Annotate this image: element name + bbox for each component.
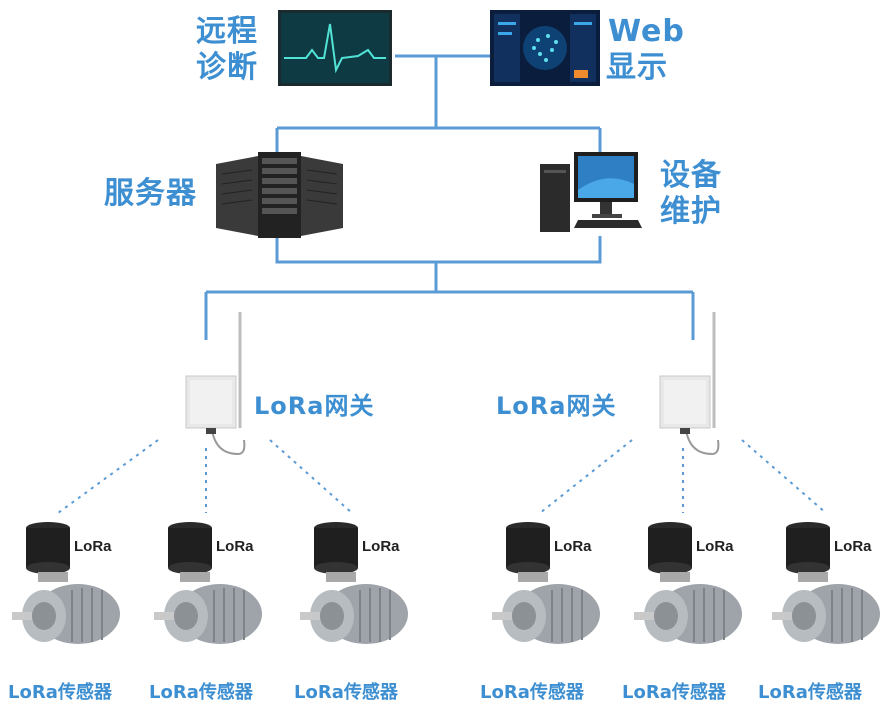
desktop-computer-icon — [538, 150, 642, 236]
electric-motor-icon — [772, 522, 880, 644]
web-display-label-line1: Web — [608, 14, 685, 49]
lora-badge: LoRa — [834, 538, 872, 555]
web-display-label-line2: 显示 — [606, 50, 668, 85]
server-rack-icon — [212, 150, 347, 240]
maintenance-label-line2: 维护 — [660, 194, 722, 229]
gateway-label-2: LoRa网关 — [496, 392, 617, 420]
lora-badge: LoRa — [696, 538, 734, 555]
lora-badge: LoRa — [74, 538, 112, 555]
maintenance-label-line1: 设备 — [660, 158, 722, 193]
lora-sensor-unit-1: LoRa — [8, 518, 130, 658]
lora-sensor-unit-5: LoRa — [630, 518, 752, 658]
sensor-label-5: LoRa传感器 — [622, 682, 726, 703]
lora-sensor-unit-4: LoRa — [488, 518, 610, 658]
lora-sensor-unit-2: LoRa — [150, 518, 272, 658]
remote-diagnosis-label-line1: 远程 — [196, 14, 258, 49]
sensor-label-6: LoRa传感器 — [758, 682, 862, 703]
lora-gateway-icon — [656, 308, 736, 458]
lora-badge: LoRa — [554, 538, 592, 555]
sensor-label-2: LoRa传感器 — [149, 682, 253, 703]
sensor-label-4: LoRa传感器 — [480, 682, 584, 703]
lora-badge: LoRa — [216, 538, 254, 555]
sensor-label-1: LoRa传感器 — [8, 682, 112, 703]
remote-diagnosis-label-line2: 诊断 — [196, 50, 258, 85]
lora-sensor-unit-3: LoRa — [296, 518, 418, 658]
web-dashboard-icon — [490, 10, 600, 86]
gateway-label-1: LoRa网关 — [254, 392, 375, 420]
ecg-monitor-icon — [278, 10, 392, 86]
electric-motor-icon — [634, 522, 742, 644]
electric-motor-icon — [12, 522, 120, 644]
server-label: 服务器 — [104, 176, 197, 211]
lora-gateway-icon — [182, 308, 262, 458]
electric-motor-icon — [300, 522, 408, 644]
lora-badge: LoRa — [362, 538, 400, 555]
electric-motor-icon — [492, 522, 600, 644]
sensor-label-3: LoRa传感器 — [294, 682, 398, 703]
electric-motor-icon — [154, 522, 262, 644]
lora-sensor-unit-6: LoRa — [768, 518, 890, 658]
